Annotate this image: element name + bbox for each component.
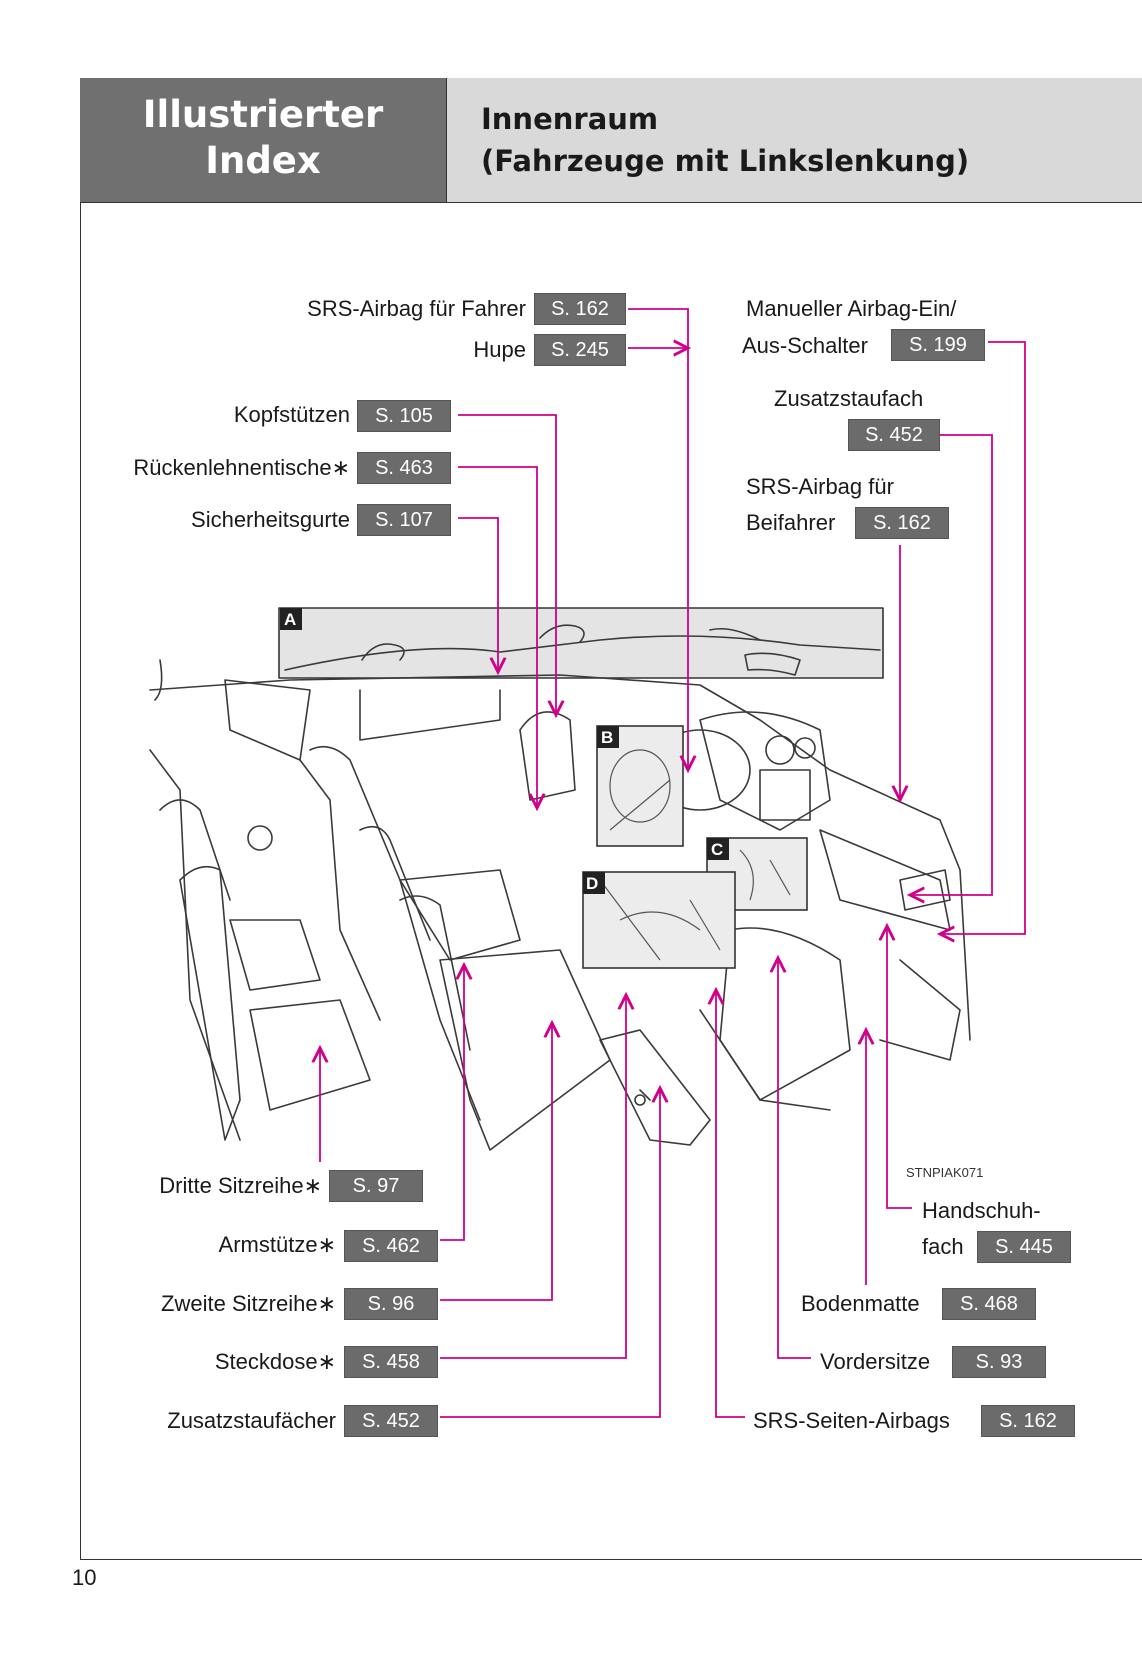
label-srs-fahrer: SRS-Airbag für Fahrer (307, 296, 526, 321)
label-dritte-sitzreihe: Dritte Sitzreihe∗ (159, 1173, 322, 1198)
inset-label-d: D (586, 874, 598, 893)
page-ref-srs-seiten: S. 162 (981, 1405, 1075, 1437)
page-ref-handschuhfach: S. 445 (977, 1231, 1071, 1263)
page-ref-srs-fahrer: S. 162 (534, 293, 626, 325)
leader-manueller (940, 341, 1026, 934)
label-steckdose: Steckdose∗ (214, 1349, 336, 1374)
leader-armstuetze (440, 965, 464, 1241)
label-handschuhfach: fach (922, 1234, 964, 1259)
page-ref-sicherheitsgurte: S. 107 (357, 504, 451, 536)
page-ref-manueller: S. 199 (891, 329, 985, 361)
leader-handschuhfach (887, 926, 912, 1209)
page-ref-steckdose: S. 458 (344, 1346, 438, 1378)
label-armstuetze: Armstütze∗ (218, 1232, 336, 1257)
section-tab: Illustrierter Index (80, 78, 447, 203)
heading-line1: Innenraum (481, 102, 659, 136)
leader-sicherheitsgurte (458, 517, 498, 672)
label-manueller-line1: Manueller Airbag-Ein/ (746, 296, 957, 321)
page-ref-zusatzstaufach: S. 452 (848, 419, 940, 451)
page-heading: Innenraum (Fahrzeuge mit Linkslenkung) (447, 78, 1142, 203)
leader-srs-seiten (716, 990, 745, 1418)
label-bodenmatte: Bodenmatte (801, 1291, 920, 1316)
inset-label-c: C (711, 840, 723, 859)
heading-line2: (Fahrzeuge mit Linkslenkung) (481, 144, 970, 178)
leader-steckdose (440, 995, 626, 1359)
page-ref-zweite-sitzreihe: S. 96 (344, 1288, 438, 1320)
leader-zusatzstaufaecher (440, 1088, 660, 1418)
inset-label-b: B (601, 728, 613, 747)
label-hupe: Hupe (473, 337, 526, 362)
page-ref-vordersitze: S. 93 (952, 1346, 1046, 1378)
label-srs-beifahrer-line1: SRS-Airbag für (746, 474, 894, 499)
page-number: 10 (72, 1565, 97, 1590)
label-zusatzstaufach: Zusatzstaufach (774, 386, 924, 411)
leader-zusatzstaufach (910, 434, 993, 895)
label-kopfstuetzen: Kopfstützen (233, 402, 350, 427)
label-zweite-sitzreihe: Zweite Sitzreihe∗ (161, 1291, 336, 1316)
page-ref-bodenmatte: S. 468 (942, 1288, 1036, 1320)
image-code: STNPIAK071 (906, 1165, 984, 1180)
leader-rueckenlehnentische (458, 466, 537, 808)
leader-kopfstuetzen (458, 414, 556, 715)
page-ref-zusatzstaufaecher: S. 452 (344, 1405, 438, 1437)
section-title-line1: Illustrierter (142, 93, 384, 136)
page-ref-rueckenlehnentische: S. 463 (357, 452, 451, 484)
page-ref-hupe: S. 245 (534, 334, 626, 366)
page-ref-armstuetze: S. 462 (344, 1230, 438, 1262)
label-zusatzstaufaecher: Zusatzstaufächer (167, 1408, 336, 1433)
label-srs-beifahrer: Beifahrer (746, 510, 836, 535)
label-sicherheitsgurte: Sicherheitsgurte (191, 507, 350, 532)
label-handschuh-line1: Handschuh- (922, 1198, 1041, 1223)
leader-zweite-sitzreihe (440, 1023, 552, 1301)
label-srs-seiten: SRS-Seiten-Airbags (753, 1408, 950, 1433)
label-rueckenlehnentische: Rückenlehnentische∗ (133, 455, 350, 480)
page-ref-srs-beifahrer: S. 162 (855, 507, 949, 539)
label-vordersitze: Vordersitze (820, 1349, 931, 1374)
page-ref-dritte-sitzreihe: S. 97 (329, 1170, 423, 1202)
leader-vordersitze (778, 958, 811, 1359)
page-ref-kopfstuetzen: S. 105 (357, 400, 451, 432)
label-manueller: Aus-Schalter (742, 333, 868, 358)
section-title-line2: Index (205, 139, 321, 182)
inset-label-a: A (284, 610, 296, 629)
leader-srs-fahrer (628, 308, 688, 770)
